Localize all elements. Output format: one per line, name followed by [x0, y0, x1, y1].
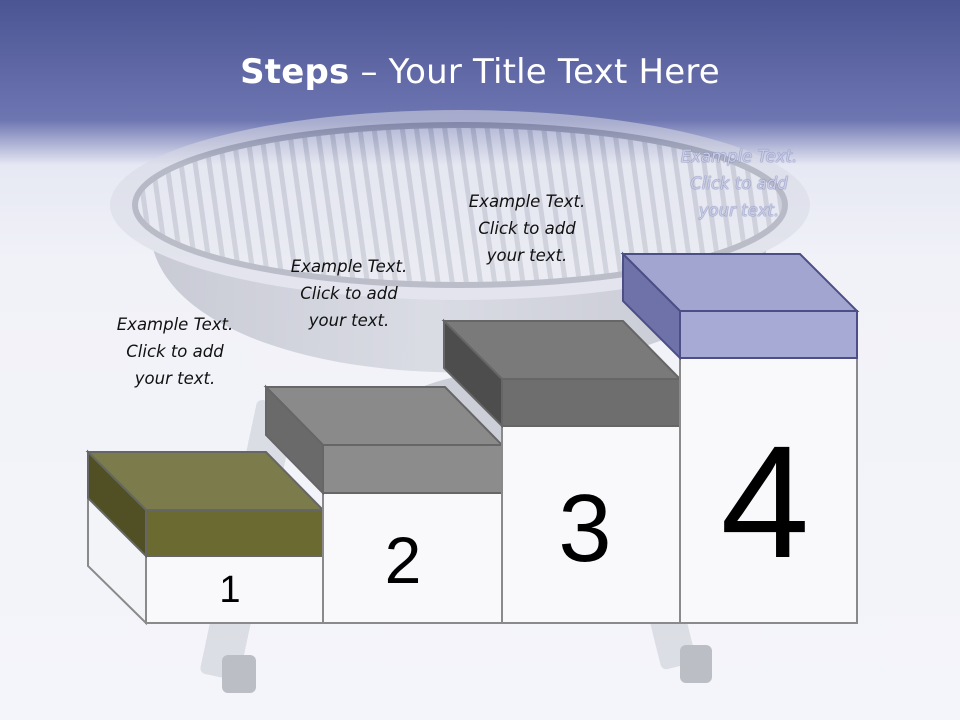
- step-1-caption[interactable]: Example Text. Click to add your text.: [85, 311, 265, 392]
- caption-line: your text.: [486, 246, 568, 265]
- page-title[interactable]: Steps – Your Title Text Here: [0, 52, 960, 92]
- step-2-caption[interactable]: Example Text. Click to add your text.: [259, 253, 439, 334]
- caption-line: your text.: [134, 369, 216, 388]
- step-4-block[interactable]: [620, 251, 860, 624]
- step-2-number: 2: [384, 523, 422, 597]
- step-3-number: 3: [558, 475, 612, 582]
- step-4-number: 4: [720, 412, 810, 591]
- step-3-caption[interactable]: Example Text. Click to add your text.: [437, 188, 617, 269]
- step-1-block[interactable]: [85, 449, 326, 626]
- caption-line: Example Text.: [116, 315, 234, 334]
- title-bold: Steps: [240, 52, 350, 92]
- caption-line: your text.: [308, 311, 390, 330]
- caption-line: Example Text.: [680, 147, 798, 166]
- caption-line: Example Text.: [290, 257, 408, 276]
- step-2-front-face: [322, 444, 503, 494]
- caption-line: Click to add: [690, 174, 788, 193]
- caption-line: your text.: [698, 201, 780, 220]
- step-4-front-face: [679, 310, 858, 359]
- grill-photo: [110, 110, 810, 693]
- caption-line: Click to add: [478, 219, 576, 238]
- caption-line: Example Text.: [468, 192, 586, 211]
- step-2-block[interactable]: [263, 384, 505, 624]
- step-3-block[interactable]: [441, 318, 683, 624]
- step-1-front-face: [145, 509, 324, 557]
- caption-line: Click to add: [126, 342, 224, 361]
- step-4-column: [679, 310, 858, 624]
- caption-line: Click to add: [300, 284, 398, 303]
- title-rest: – Your Title Text Here: [349, 52, 720, 92]
- step-4-caption[interactable]: Example Text. Click to add your text.: [649, 143, 829, 224]
- step-3-front-face: [501, 378, 681, 427]
- step-1-number: 1: [219, 569, 241, 611]
